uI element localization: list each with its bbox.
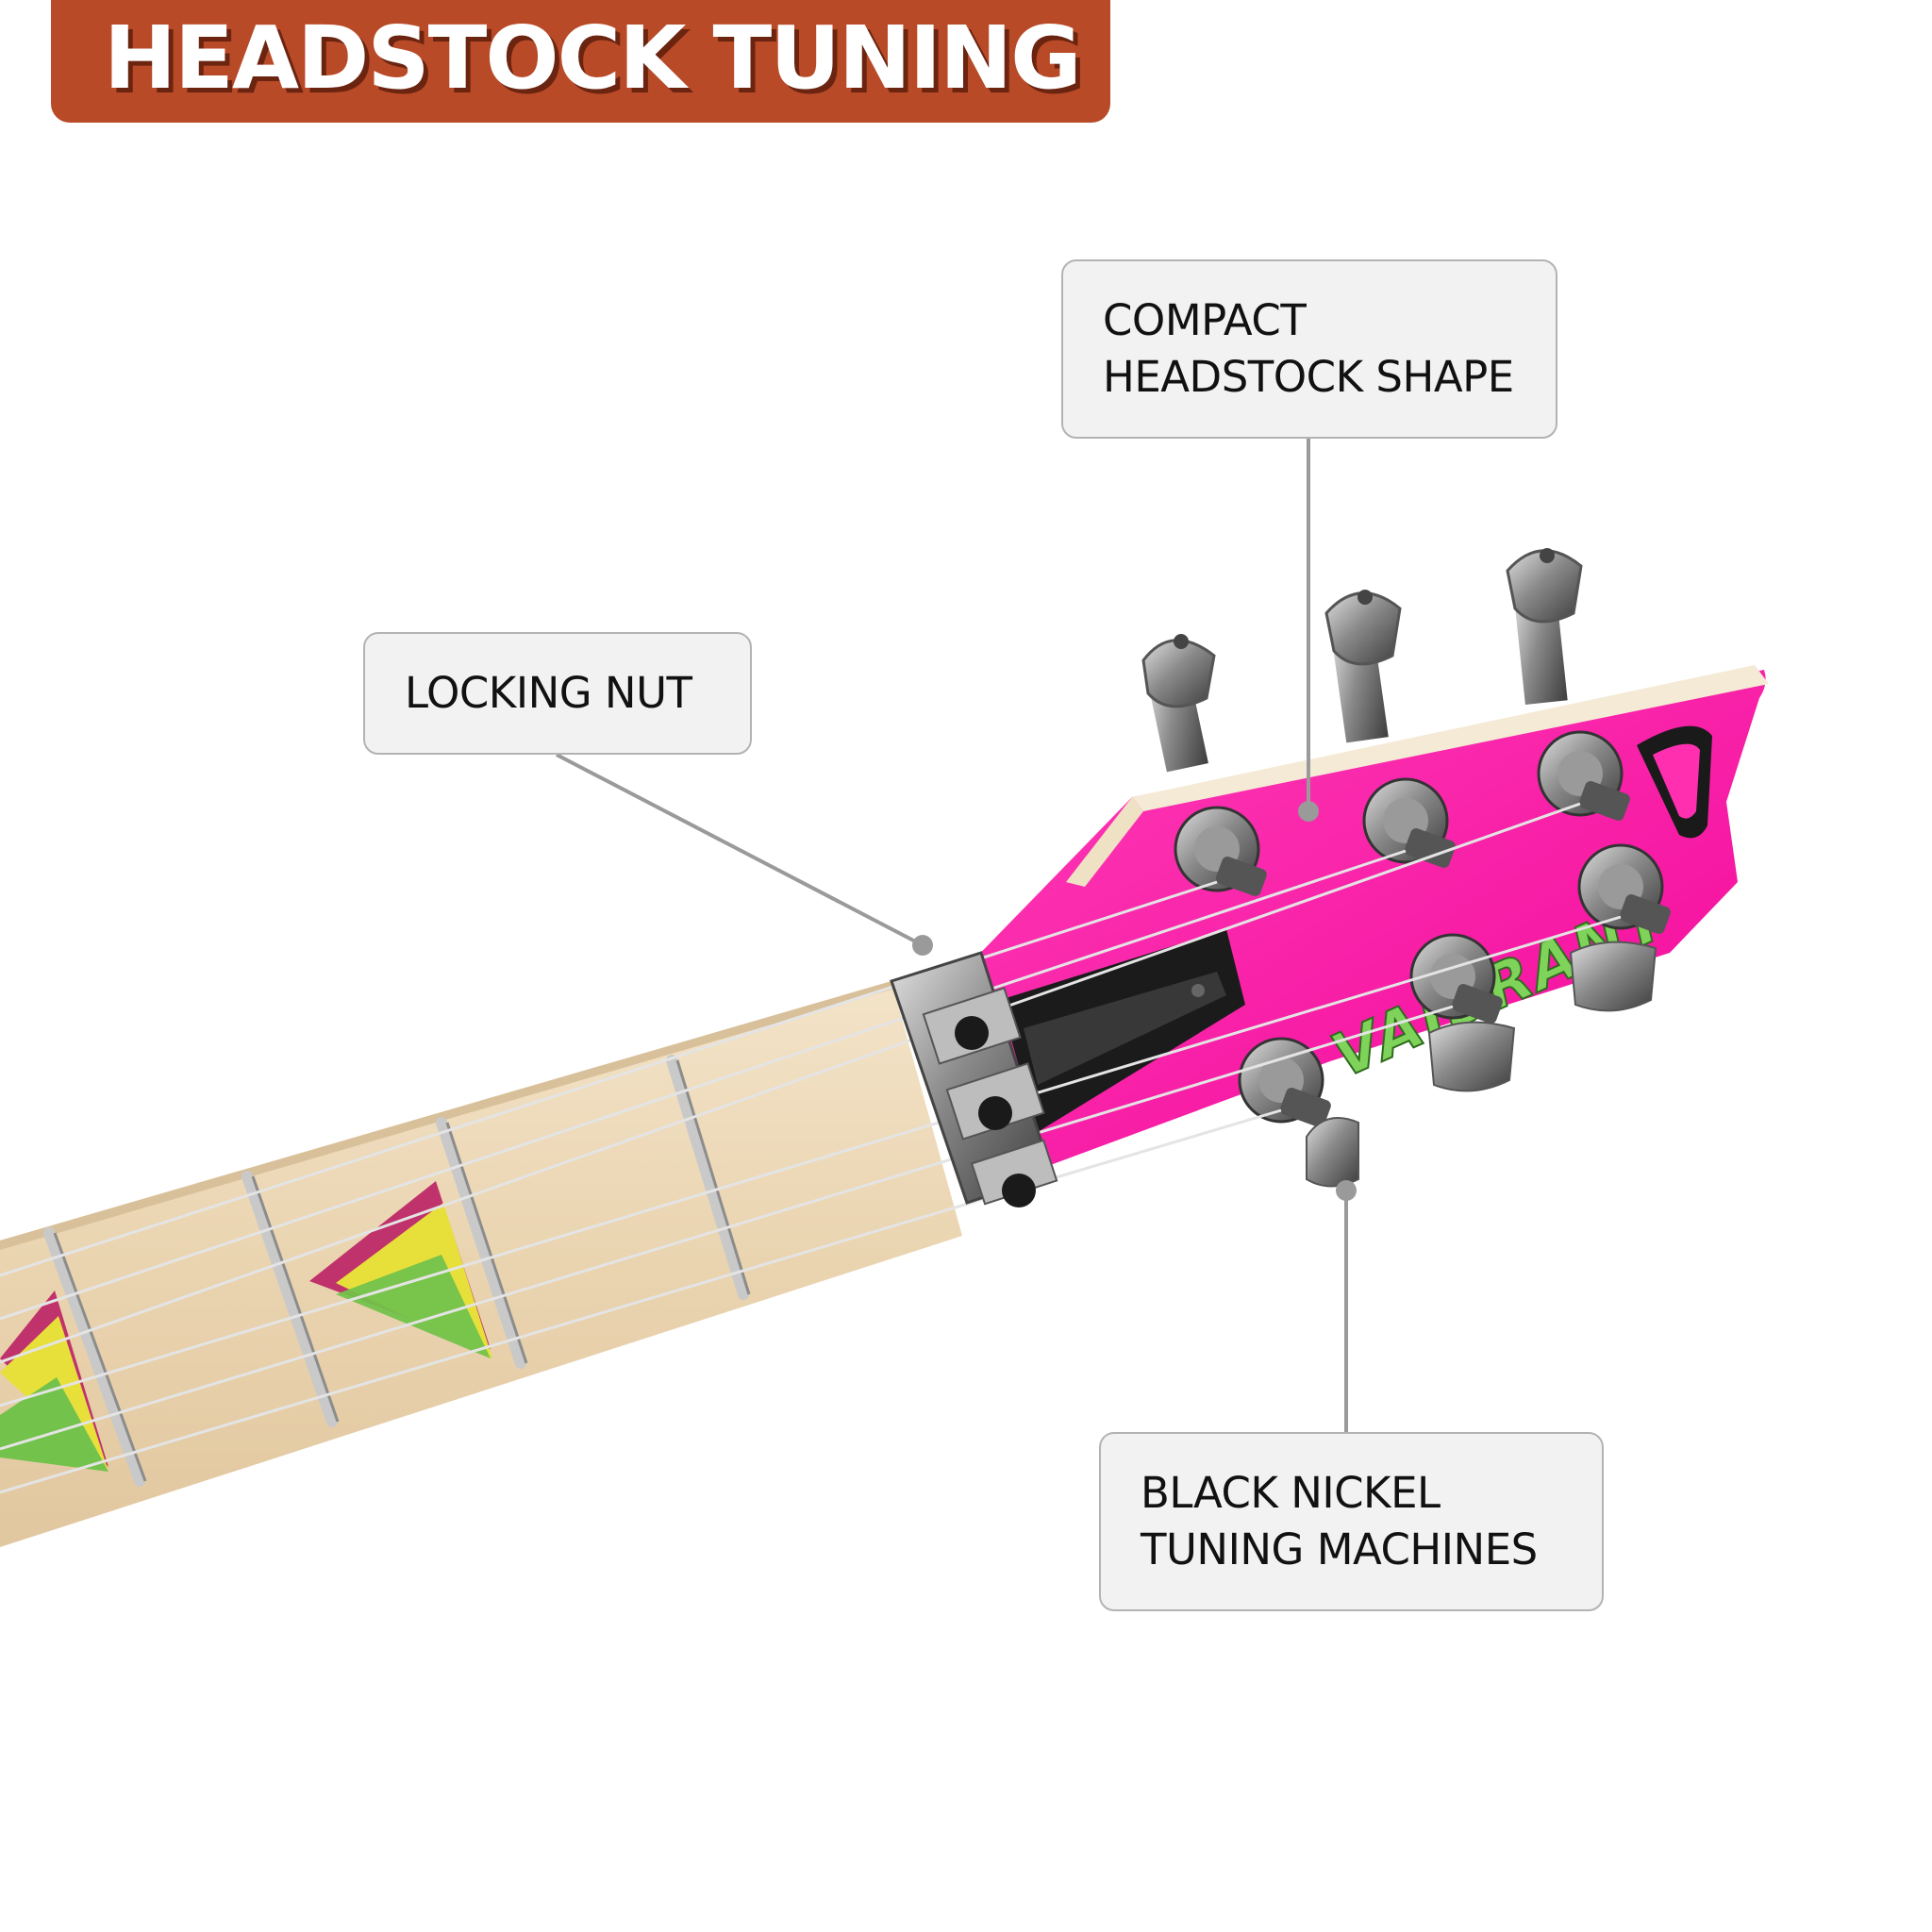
callout-line: LOCKING NUT <box>405 668 692 718</box>
leader-lines <box>556 439 1357 1432</box>
callout-line: BLACK NICKEL <box>1141 1468 1441 1518</box>
tuning-peg-icon <box>1306 941 1657 1188</box>
callout-headstock-shape: COMPACT HEADSTOCK SHAPE <box>1061 259 1557 439</box>
callout-locking-nut: LOCKING NUT <box>363 632 752 755</box>
tuning-peg-icon <box>1174 730 1671 1127</box>
brand-emblem-icon <box>1637 725 1712 839</box>
callout-tuning-machines: BLACK NICKEL TUNING MACHINES <box>1099 1432 1604 1611</box>
callout-line: COMPACT <box>1103 295 1307 345</box>
tuning-peg-icon <box>1141 548 1583 773</box>
callout-line: HEADSTOCK SHAPE <box>1103 352 1514 402</box>
title-banner: HEADSTOCK TUNING <box>51 0 1110 123</box>
callout-line: TUNING MACHINES <box>1141 1524 1538 1574</box>
page-title: HEADSTOCK TUNING <box>104 8 1082 108</box>
locking-nut-icon <box>890 951 1058 1208</box>
